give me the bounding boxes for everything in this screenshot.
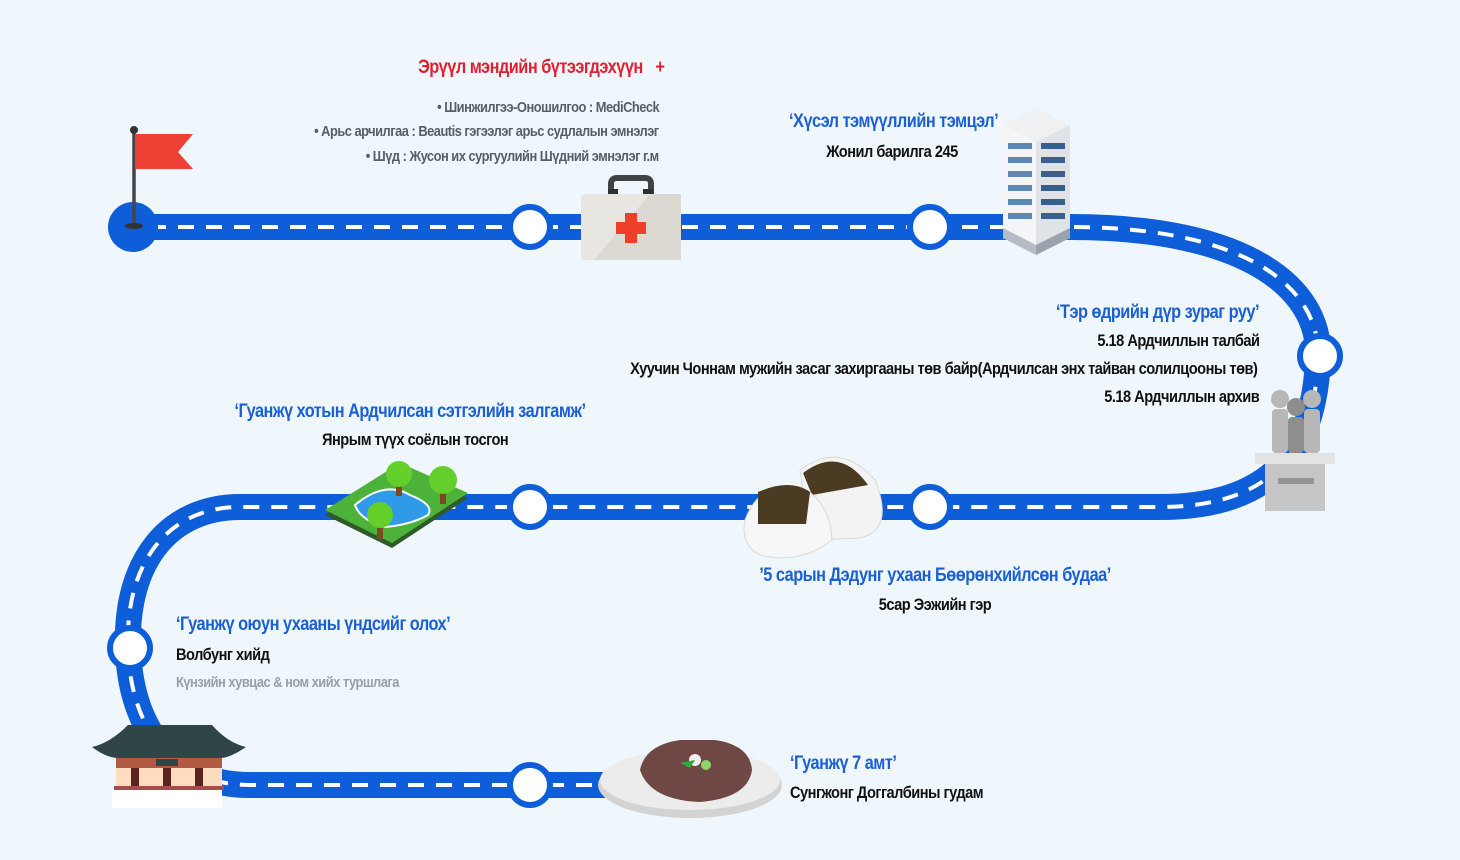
temple-place: Волбунг хийд <box>176 645 270 664</box>
office-building-icon <box>1003 108 1070 255</box>
stop-node-5[interactable] <box>507 484 553 530</box>
road-lane-markings <box>125 225 1321 787</box>
democracy-place: Янрым түүх соёлын тосгон <box>322 430 509 449</box>
memory-place-1: 5.18 Ардчиллын талбай <box>1096 331 1260 350</box>
struggle-place: Жонил барилга 245 <box>826 142 958 161</box>
stop-node-1[interactable] <box>507 204 553 250</box>
tteokgalbi-plate-icon <box>598 740 782 818</box>
rice-ball-icon <box>743 456 883 559</box>
health-title: Эрүүл мэндийн бүтээгдэхүүн + <box>417 57 665 79</box>
health-item-2: • Арьс арчилгаа : Beautis гэгээлэг арьс … <box>314 123 659 140</box>
plus-icon: + <box>654 57 665 78</box>
health-item-1: • Шинжилгээ-Оношилгоо : MediCheck <box>436 99 660 116</box>
monument-statue-icon <box>1255 390 1335 511</box>
democracy-title: ‘Гуанжү хотын Ардчилсан сэтгэлийн залгам… <box>234 401 586 422</box>
start-flag-icon <box>125 126 193 229</box>
rice-place: 5сар Ээжийн гэр <box>878 595 992 614</box>
memory-title: ‘Тэр өдрийн дүр зураг руу’ <box>1056 302 1259 323</box>
memory-place-2: Хуучин Чоннам мужийн засаг захиргааны тө… <box>629 359 1258 378</box>
stop-node-6[interactable] <box>107 625 153 671</box>
medical-kit-icon <box>581 175 681 260</box>
rice-title: ’5 сарын Дэдунг ухаан Бөөрөнхийлсөн буда… <box>759 565 1111 586</box>
memory-place-3: 5.18 Ардчиллын архив <box>1103 387 1260 406</box>
temple-title: ‘Гуанжү оюун ухааны үндсийг олох’ <box>176 614 451 635</box>
struggle-title: ‘Хүсэл тэмүүллийн тэмцэл’ <box>788 111 999 132</box>
stop-node-7[interactable] <box>507 762 553 808</box>
stop-node-2[interactable] <box>907 204 953 250</box>
park-icon <box>325 461 468 548</box>
food-title: ‘Гуанжү 7 амт’ <box>790 753 897 774</box>
health-item-3: • Шүд : Жусон их сургуулийн Шүдний эмнэл… <box>366 148 659 165</box>
food-place: Сунгжонг Доггалбины гудам <box>790 783 984 802</box>
stop-node-4[interactable] <box>907 484 953 530</box>
temple-note: Күнзийн хувцас & ном хийх туршлага <box>176 674 399 691</box>
temple-icon <box>92 725 246 808</box>
stop-node-3[interactable] <box>1297 333 1343 379</box>
health-title-text: Эрүүл мэндийн бүтээгдэхүүн <box>417 57 643 78</box>
